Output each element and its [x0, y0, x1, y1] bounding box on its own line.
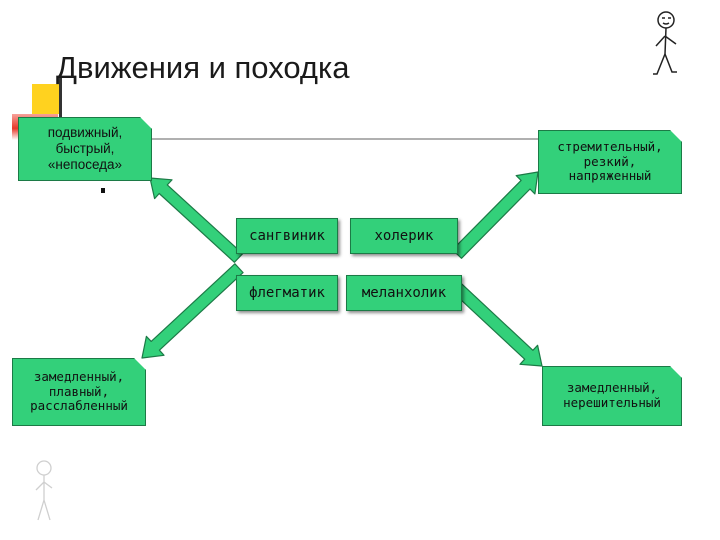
arrow-to-top-left — [150, 178, 243, 262]
description-phlegmatic-text: замедленный, плавный, расслабленный — [30, 370, 128, 414]
description-phlegmatic: замедленный, плавный, расслабленный — [12, 358, 146, 426]
temperament-melancholic-label: меланхолик — [362, 285, 446, 302]
description-melancholic: замедленный, нерешительный — [542, 366, 682, 426]
description-melancholic-text: замедленный, нерешительный — [563, 381, 661, 411]
description-choleric-text: стремительный, резкий, напряженный — [557, 140, 662, 184]
description-sanguine: подвижный, быстрый, «непоседа» — [18, 117, 152, 181]
temperament-choleric: холерик — [350, 218, 458, 254]
temperament-phlegmatic-label: флегматик — [249, 285, 325, 302]
temperament-phlegmatic: флегматик — [236, 275, 338, 311]
temperament-choleric-label: холерик — [374, 228, 433, 245]
description-sanguine-text: подвижный, быстрый, «непоседа» — [48, 125, 123, 173]
temperament-sanguine-label: сангвиник — [249, 228, 325, 245]
bullet-dot — [101, 188, 105, 193]
arrow-to-top-right — [453, 172, 539, 258]
description-choleric: стремительный, резкий, напряженный — [538, 130, 682, 194]
arrow-to-bottom-right — [451, 282, 542, 366]
temperament-melancholic: меланхолик — [346, 275, 462, 311]
arrow-to-bottom-left — [142, 264, 243, 358]
temperament-sanguine: сангвиник — [236, 218, 338, 254]
